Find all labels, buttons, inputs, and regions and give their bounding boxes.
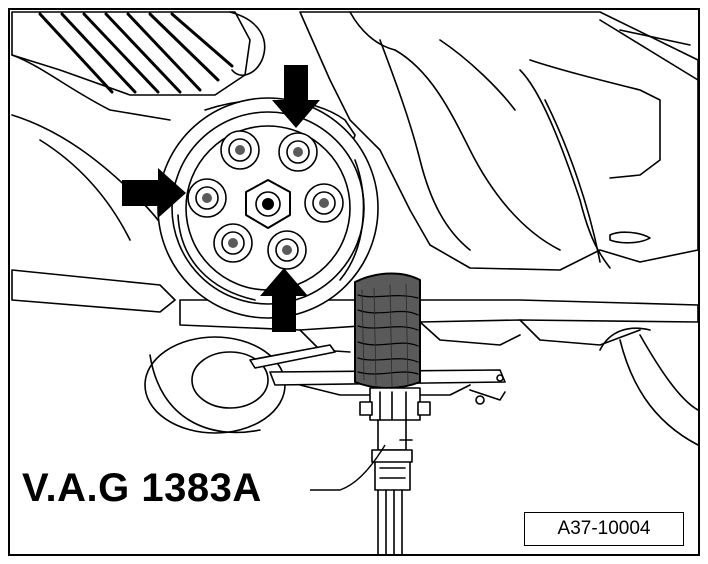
bolt-bottom-left (213, 223, 253, 263)
reference-code-box: A37-10004 (524, 512, 684, 546)
arrow-down-icon (272, 65, 320, 128)
bolt-left (187, 178, 227, 218)
left-wheel (144, 336, 286, 434)
arrow-up-icon (260, 268, 308, 332)
bolt-right (304, 183, 344, 223)
center-nut (245, 179, 291, 229)
right-wheel (599, 327, 699, 446)
callout-leader-line (310, 444, 386, 491)
bolt-bottom-right (267, 230, 307, 270)
flange-bolts (187, 130, 344, 270)
wooden-block (354, 272, 421, 389)
sill-panel (11, 269, 176, 313)
gearbox-housing (11, 11, 266, 121)
arrow-right-icon (122, 168, 186, 218)
bolt-top-right (278, 132, 318, 172)
jack-column (359, 387, 431, 556)
tool-callout-label: V.A.G 1383A (22, 466, 262, 510)
underbody-panels (299, 11, 699, 271)
bolt-top-left (220, 130, 260, 170)
